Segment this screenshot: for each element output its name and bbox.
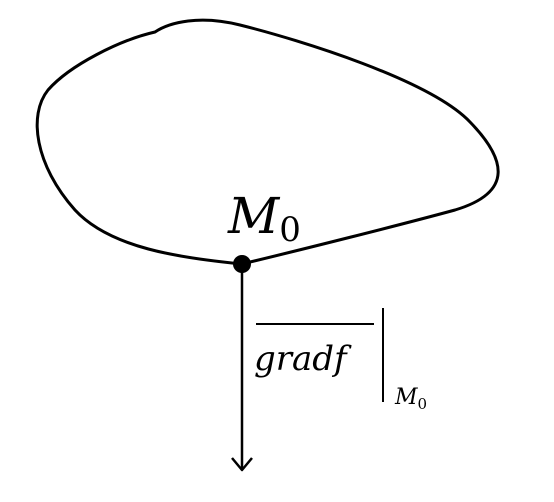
point-label: M0 (227, 187, 301, 250)
evaluation-subscript: M0 (394, 385, 427, 413)
gradient-arrowhead (231, 457, 253, 472)
vector-label: gradf (254, 339, 352, 379)
level-curve (35, 18, 500, 266)
